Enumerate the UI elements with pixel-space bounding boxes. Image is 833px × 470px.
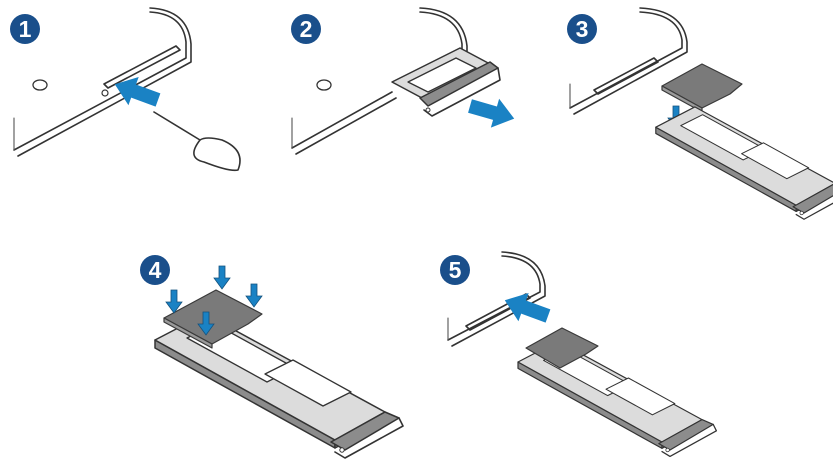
step-5-panel: 5	[440, 251, 718, 458]
phone-corner-illustration	[13, 7, 192, 157]
ejection-pin-icon	[153, 111, 241, 172]
step-4-panel: 4	[140, 255, 404, 459]
sim-card-icon	[661, 63, 743, 113]
press-down-arrow-icon	[213, 265, 231, 290]
step-2-panel: 2	[291, 7, 519, 155]
phone-corner-illustration	[569, 7, 688, 115]
sim-card-icon	[525, 327, 599, 369]
step-5-badge: 5	[440, 255, 470, 285]
phone-corner-illustration	[447, 251, 546, 347]
step-2-badge: 2	[291, 14, 321, 44]
sim-tray-icon	[391, 47, 501, 117]
step-4-number: 4	[149, 257, 162, 283]
step-1-badge: 1	[10, 14, 40, 44]
step-3-badge: 3	[567, 14, 597, 44]
step-1-panel: 1	[10, 7, 241, 172]
step-1-number: 1	[19, 16, 32, 42]
step-3-number: 3	[576, 16, 589, 42]
step-5-number: 5	[449, 257, 462, 283]
pull-arrow-icon	[465, 91, 519, 134]
sim-card-icon	[163, 289, 263, 349]
press-down-arrow-icon	[245, 283, 263, 308]
step-4-badge: 4	[140, 255, 170, 285]
step-2-number: 2	[300, 16, 313, 42]
step-3-panel: 3	[567, 7, 833, 220]
sim-tray-icon	[655, 106, 833, 220]
phone-corner-illustration	[291, 7, 468, 155]
